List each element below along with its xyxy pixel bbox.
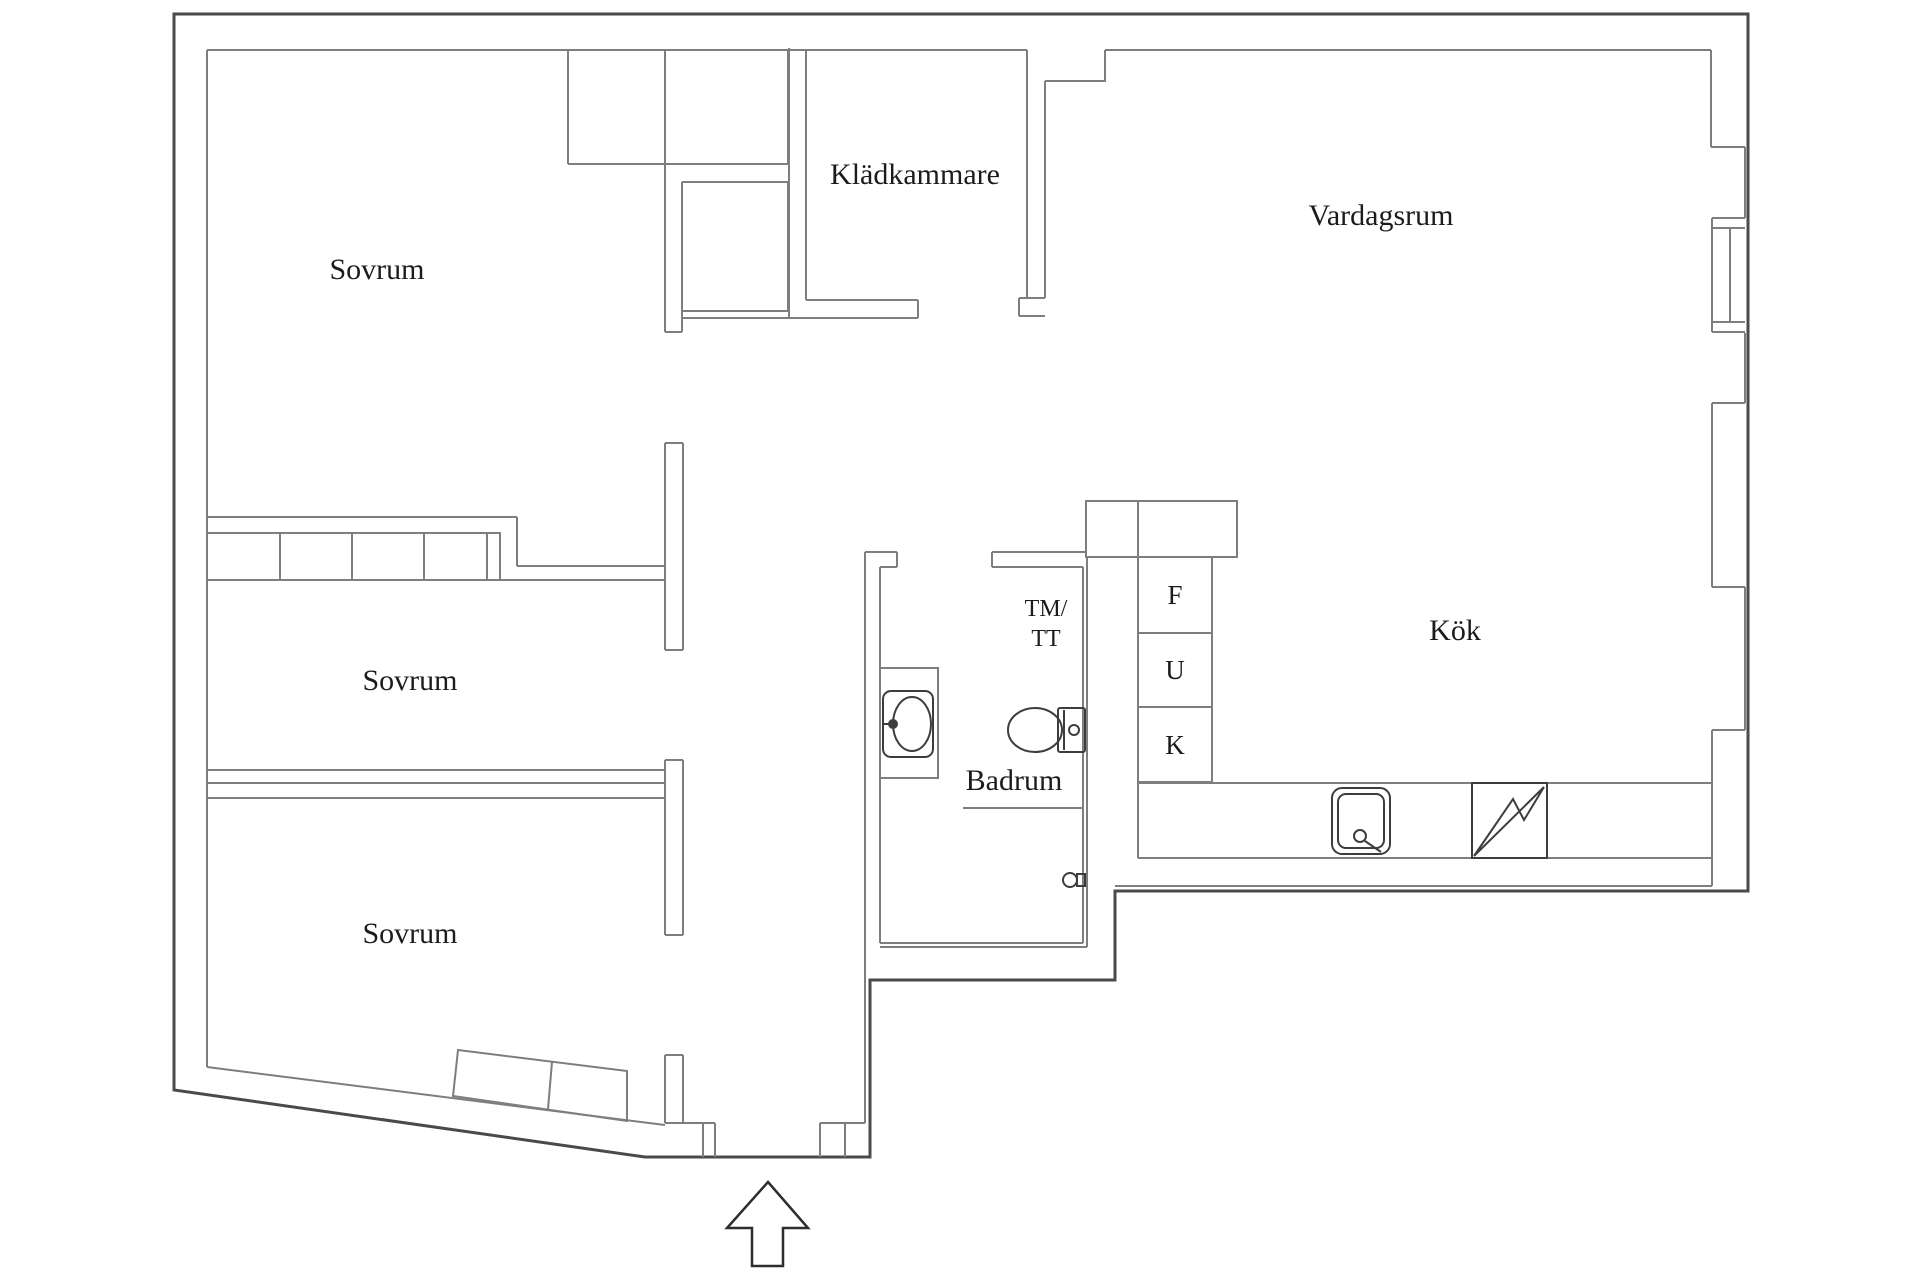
appliance-label-u: U (1165, 655, 1185, 685)
door-handle-icon (1062, 872, 1086, 888)
room-label-bedroom-top: Sovrum (329, 253, 424, 286)
stove-icon (1471, 782, 1548, 859)
entrance-arrow-icon (724, 1180, 811, 1268)
room-label-kitchen: Kök (1429, 614, 1481, 647)
room-label-living-room: Vardagsrum (1309, 199, 1454, 232)
appliance-label-k: K (1165, 730, 1185, 760)
wardrobe-row (206, 532, 501, 581)
room-label-bedroom-bottom: Sovrum (362, 917, 457, 950)
window-icon (1711, 217, 1745, 333)
washer-dryer-label-line1: TM/ (1025, 596, 1068, 622)
outer-wall (172, 12, 1750, 1159)
bathroom-vanity (879, 667, 939, 779)
kitchen-sink-icon (1331, 787, 1391, 855)
sofa-icon (451, 1048, 628, 1123)
bathroom-sink-icon (882, 690, 934, 758)
toilet-icon (1007, 707, 1086, 753)
room-label-bedroom-middle: Sovrum (362, 664, 457, 697)
room-label-bathroom: Badrum (966, 764, 1063, 797)
wall-niche-icon (1711, 402, 1745, 588)
room-label-closet: Klädkammare (830, 158, 1000, 191)
appliance-label-f: F (1167, 580, 1182, 610)
washer-dryer-label-line2: TT (1031, 626, 1061, 652)
